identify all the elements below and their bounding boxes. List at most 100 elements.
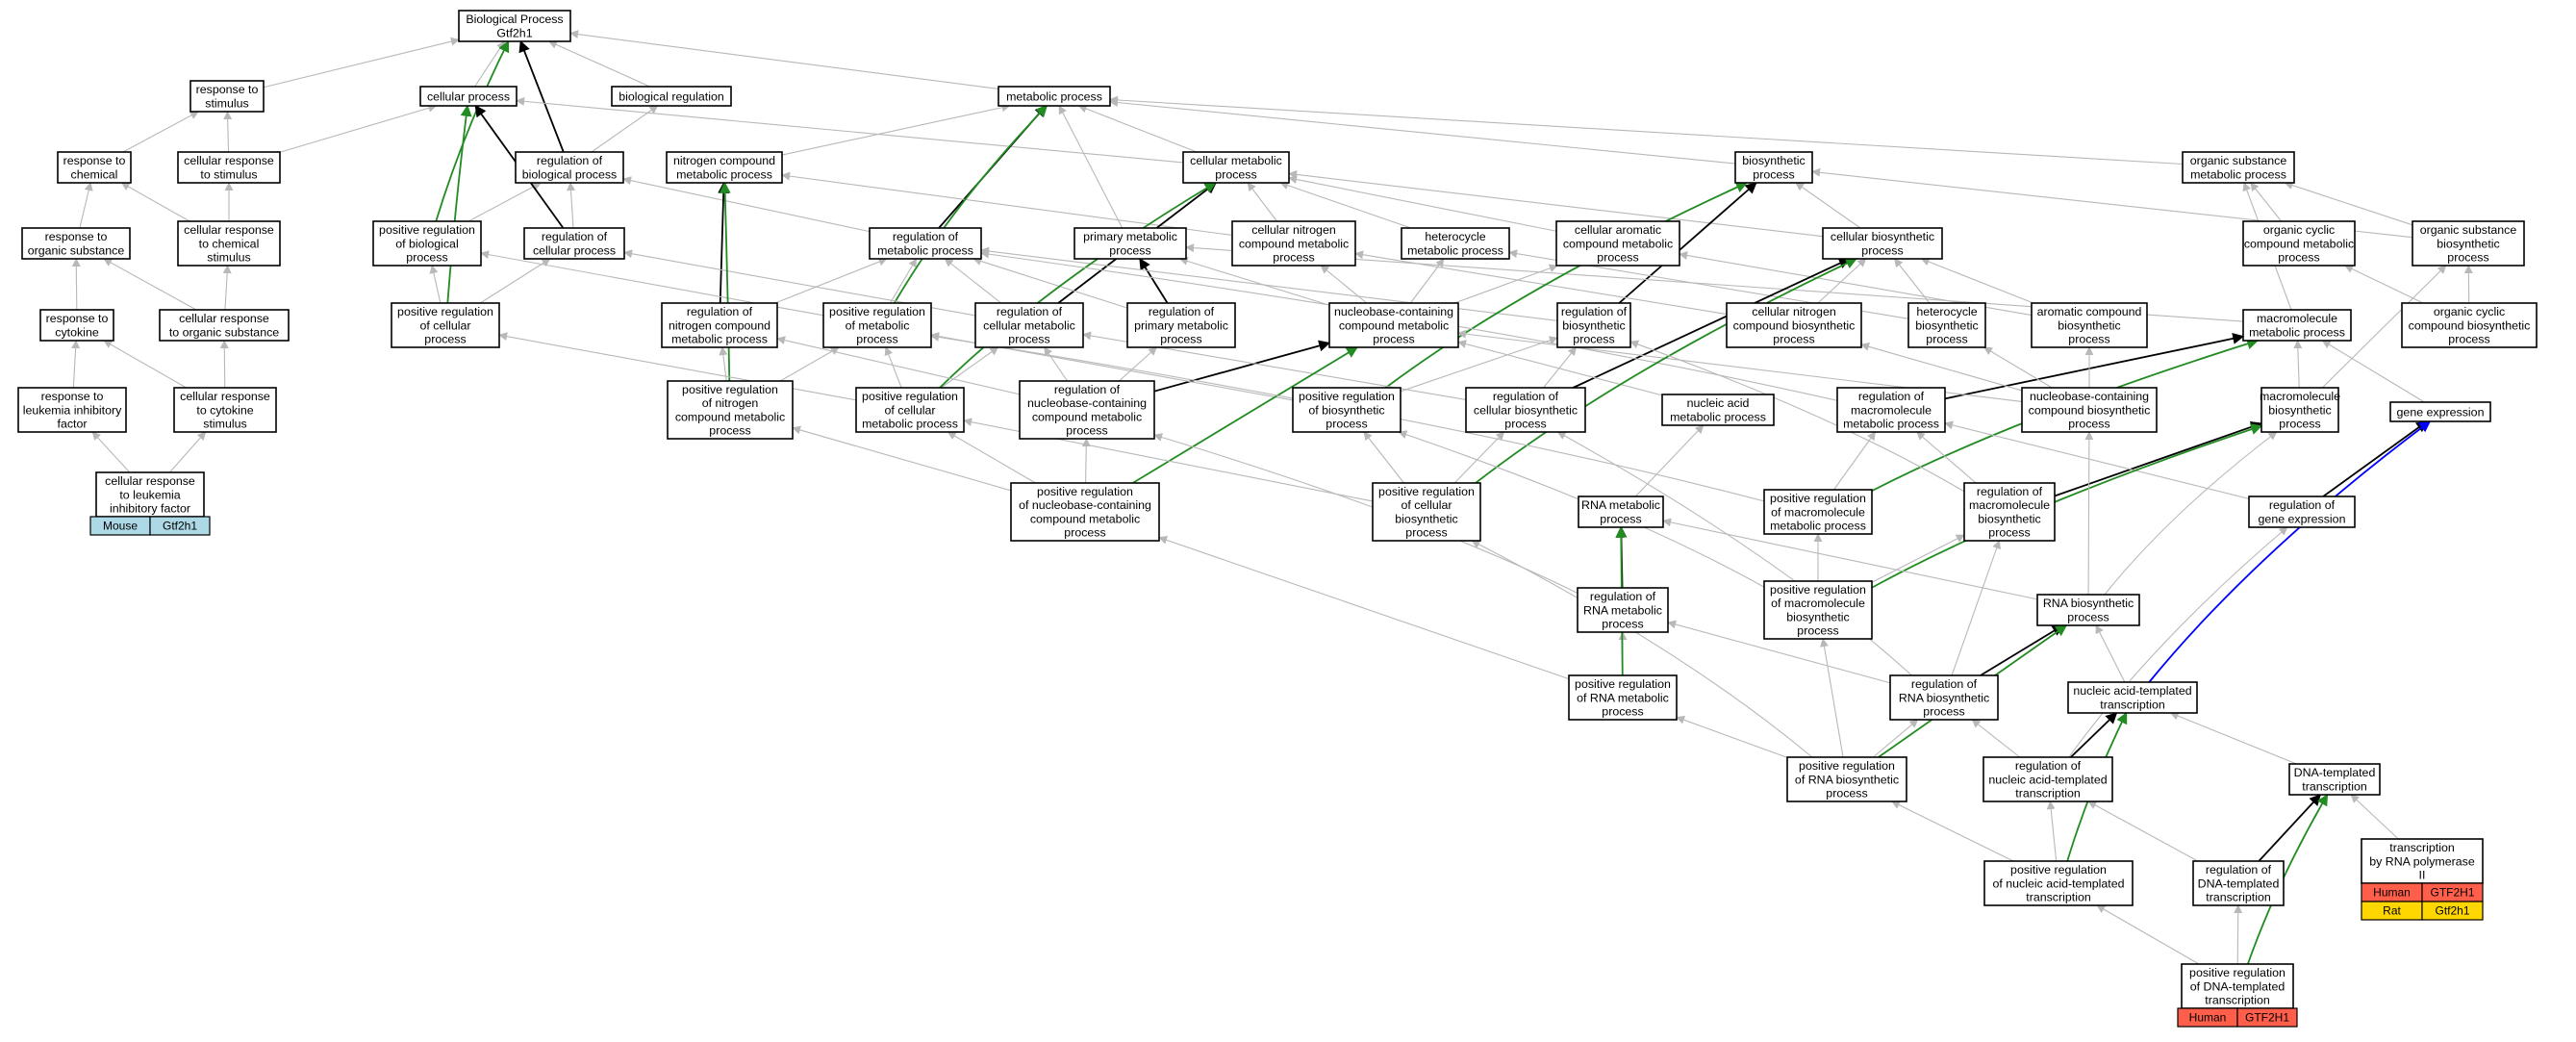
go-term-box bbox=[1577, 587, 1669, 633]
go-term-box bbox=[2031, 302, 2148, 348]
go-term-box bbox=[1734, 151, 1813, 184]
go-term-box bbox=[1555, 220, 1680, 267]
go-term-label: gene expression bbox=[2259, 512, 2346, 525]
go-term-node-ge[interactable]: gene expression bbox=[2389, 401, 2491, 422]
go-term-label: process bbox=[1923, 705, 1964, 719]
edge-is-a bbox=[122, 111, 199, 153]
annotation-cell: Gtf2h1 bbox=[2421, 901, 2484, 921]
edge-is-a bbox=[569, 30, 999, 89]
annotation-cell-text: Human bbox=[2189, 1011, 2227, 1025]
go-term-label: transcription bbox=[2389, 841, 2455, 854]
go-term-label: regulation of bbox=[1561, 305, 1628, 318]
go-term-label: process bbox=[1926, 333, 1967, 346]
go-term-label: cellular metabolic bbox=[1190, 154, 1282, 167]
go-term-label: regulation of bbox=[1054, 383, 1121, 396]
go-term-label: II bbox=[2419, 869, 2426, 882]
go-term-node-cp[interactable]: cellular process bbox=[419, 86, 518, 107]
go-term-node-rmabp[interactable]: regulation ofmacromoleculebiosyntheticpr… bbox=[1963, 482, 2056, 542]
go-term-node-breg[interactable]: biological regulation bbox=[611, 86, 732, 107]
edge-is-a bbox=[1971, 719, 2021, 758]
edge-is-a bbox=[168, 431, 207, 473]
go-term-label: organic substance bbox=[2190, 154, 2287, 167]
go-term-label: compound metabolic bbox=[1563, 237, 1673, 250]
edge-is-a bbox=[1247, 182, 1277, 222]
go-term-label: of biological bbox=[395, 237, 458, 250]
go-term-label: positive regulation bbox=[379, 223, 475, 237]
go-term-label: of nucleobase-containing bbox=[1019, 498, 1151, 512]
go-term-label: cellular response bbox=[180, 390, 270, 403]
go-term-label: of RNA metabolic bbox=[1577, 691, 1669, 704]
go-term-label: gene expression bbox=[2397, 405, 2485, 419]
go-term-node-rnbcmp[interactable]: regulation ofnucleobase-containingcompou… bbox=[1019, 380, 1155, 440]
go-term-node-mp[interactable]: metabolic process bbox=[998, 86, 1111, 107]
edge-positively-regulates bbox=[939, 182, 1217, 389]
go-term-label: process bbox=[1504, 418, 1546, 431]
